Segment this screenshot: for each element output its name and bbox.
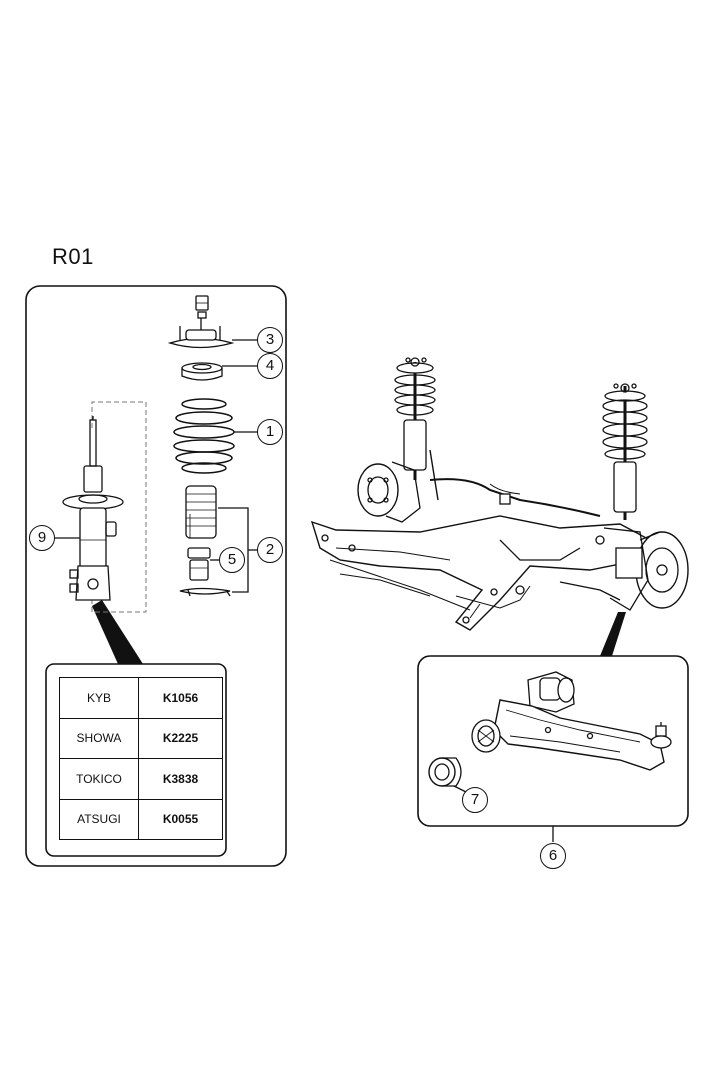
callout-1-coil-spring: 1 — [257, 419, 283, 445]
callout-7-bushing: 7 — [462, 787, 488, 813]
brand-cell: ATSUGI — [59, 798, 139, 840]
upper-mount-drawing — [167, 318, 235, 349]
part-code-cell: K3838 — [138, 758, 223, 800]
table-row: TOKICO K3838 — [59, 758, 223, 800]
coil-spring-drawing — [173, 398, 235, 474]
bearing-drawing — [181, 362, 223, 381]
assembly-dashed-line — [91, 401, 147, 613]
callout-2-dust-boot: 2 — [257, 537, 283, 563]
callout-3-upper-mount: 3 — [257, 327, 283, 353]
part-code-cell: K2225 — [138, 717, 223, 759]
strut-panel — [25, 285, 287, 867]
lower-control-arm-drawing — [428, 671, 672, 787]
lower-insulator-drawing — [179, 587, 231, 597]
callout-4-bearing: 4 — [257, 353, 283, 379]
callout-9-strut-assembly: 9 — [29, 525, 55, 551]
dust-boot-drawing — [185, 485, 217, 539]
table-row: KYB K1056 — [59, 677, 223, 719]
bump-stopper-drawing — [187, 547, 211, 581]
part-code-cell: K0055 — [138, 798, 223, 840]
table-row: ATSUGI K0055 — [59, 798, 223, 840]
table-row: SHOWA K2225 — [59, 717, 223, 759]
strut-brand-table: KYB K1056 SHOWA K2225 TOKICO K3838 ATSUG… — [59, 677, 223, 840]
table-pointer — [92, 600, 143, 664]
brand-cell: KYB — [59, 677, 139, 719]
callout-5-bump-stopper: 5 — [219, 547, 245, 573]
diagram-title: R01 — [52, 244, 94, 269]
part-code-cell: K1056 — [138, 677, 223, 719]
strut-assembly-drawing — [62, 416, 124, 601]
brand-cell: TOKICO — [59, 758, 139, 800]
arm-pointer — [600, 612, 626, 656]
brand-cell: SHOWA — [59, 717, 139, 759]
callout-6-lower-arm: 6 — [540, 843, 566, 869]
front-suspension-assembly-drawing — [310, 357, 689, 631]
top-nut-drawing — [195, 295, 209, 319]
